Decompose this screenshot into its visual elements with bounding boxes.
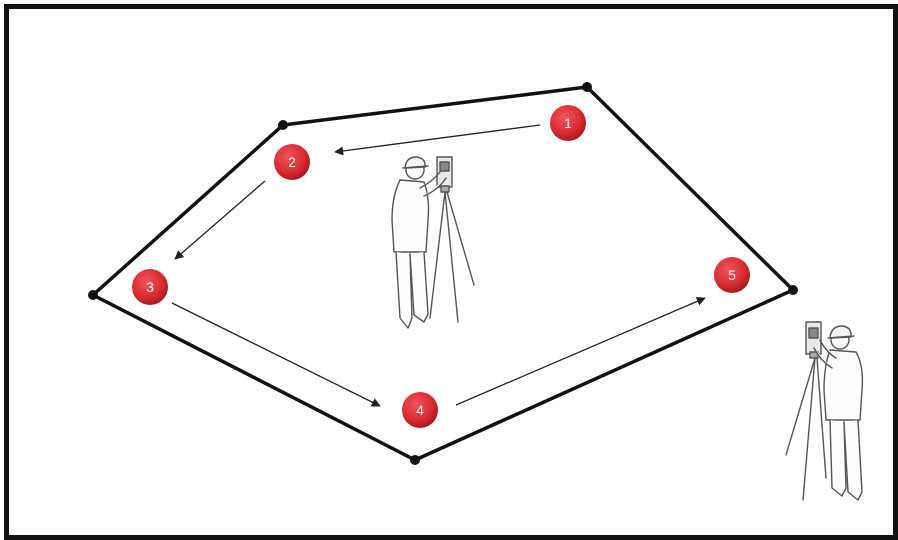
station-2: 2: [274, 144, 310, 180]
vertex: [788, 285, 798, 295]
station-3-label: 3: [146, 279, 154, 295]
station-4: 4: [402, 392, 438, 428]
surveyor-with-total-station-icon: [786, 322, 862, 500]
arrow-1-to-2: [335, 125, 540, 152]
station-markers: 1 2 3 4 5: [132, 105, 750, 428]
station-5-label: 5: [728, 267, 736, 283]
vertex: [88, 290, 98, 300]
arrow-2-to-3: [175, 181, 265, 259]
vertex: [410, 455, 420, 465]
arrow-4-to-5: [456, 298, 705, 405]
station-1-label: 1: [564, 115, 572, 131]
station-5: 5: [714, 257, 750, 293]
station-2-label: 2: [288, 154, 296, 170]
vertex: [582, 82, 592, 92]
station-3: 3: [132, 269, 168, 305]
station-1: 1: [550, 105, 586, 141]
station-4-label: 4: [416, 402, 424, 418]
vertex: [278, 120, 288, 130]
boundary-vertices: [88, 82, 798, 465]
boundary-polygon: [93, 87, 793, 460]
surveyor-with-total-station-icon: [392, 157, 474, 328]
